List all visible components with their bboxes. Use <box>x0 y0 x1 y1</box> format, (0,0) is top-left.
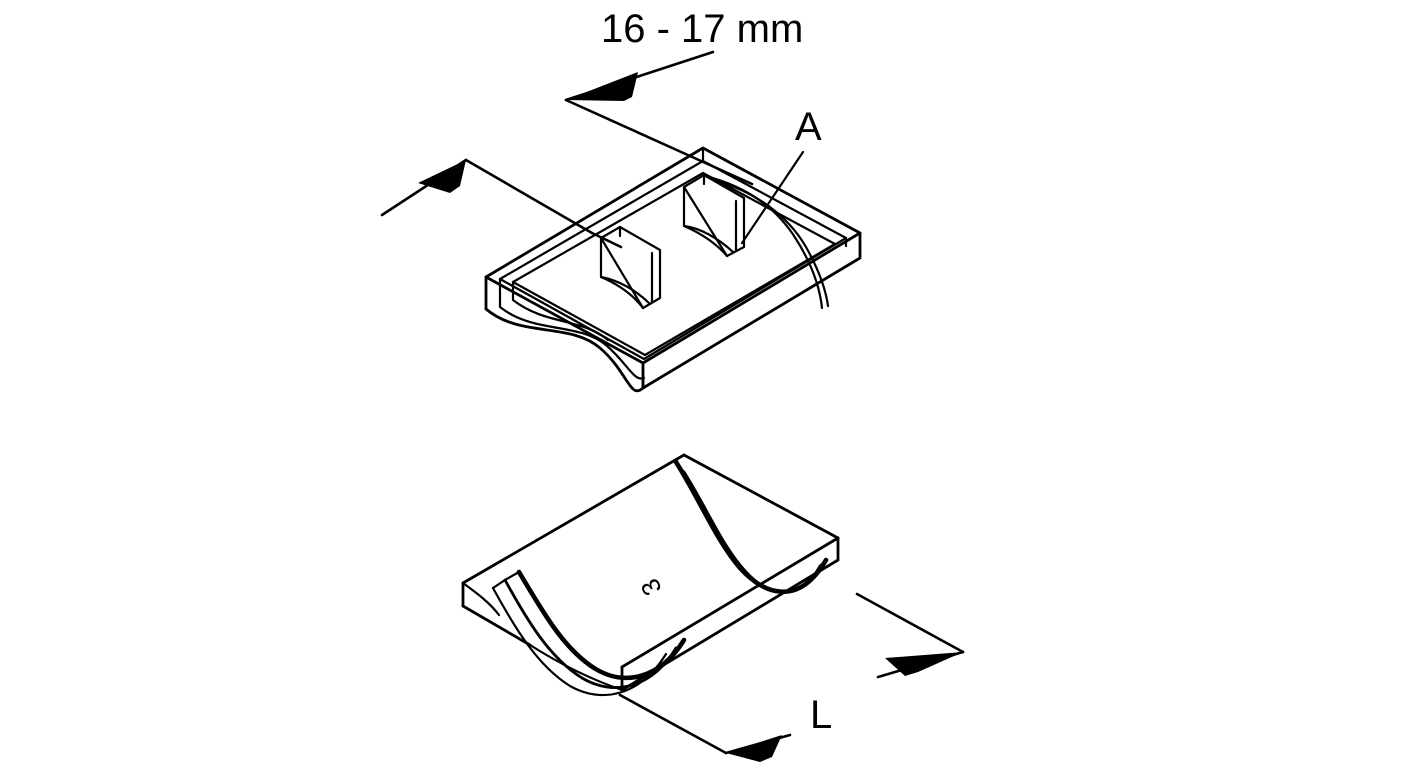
length-leader-line-upper <box>855 592 965 654</box>
saddle-left-top-edge <box>461 453 686 585</box>
length-arrowhead-upper <box>885 652 963 676</box>
saddle-channel-rear-arc-inner <box>682 470 822 594</box>
dimension-length-group: L <box>618 592 965 762</box>
dimension-width-label: 16 - 17 mm <box>601 7 803 51</box>
cover-front-arch-cutout-outer <box>484 307 645 393</box>
saddle-channel-front-rim-tick2 <box>491 578 507 590</box>
dimension-width-group: 16 - 17 mm <box>380 7 803 249</box>
callout-a-label: A <box>795 105 822 149</box>
saddle-channel-front-arc-thick <box>516 569 687 681</box>
dimension-length-label: L <box>810 693 832 737</box>
cover-fin-front-outline <box>599 225 662 310</box>
saddle-rear-top-edge <box>682 453 840 540</box>
cover-inner-saddle-arc-right-offset <box>715 179 830 308</box>
upper-cover-part <box>484 146 862 393</box>
cover-top-inner-rim <box>498 159 848 361</box>
saddle-left-bottom-edge <box>461 604 532 647</box>
cover-front-arch-cutout-inner2 <box>511 280 610 342</box>
cover-fin-rear-outline <box>682 173 746 258</box>
width-leader-line-upper-return <box>564 98 692 158</box>
cover-front-arch-cutout-inner <box>498 277 646 380</box>
cover-fin-front-bottom-curve <box>599 275 652 306</box>
width-leader-line-lower-extend <box>590 231 623 249</box>
width-arrowhead-upper <box>566 72 638 101</box>
cover-fin-rear-bottom-curve <box>682 224 735 254</box>
saddle-channel-front-rim-tick <box>503 570 521 582</box>
saddle-channel-front-arc-outer <box>503 578 678 689</box>
lower-saddle-part: 3 <box>461 453 840 697</box>
length-leader-line-lower <box>618 693 728 755</box>
saddle-right-side-top <box>620 536 840 669</box>
cover-cavity-floor-edge <box>511 171 837 357</box>
saddle-channel-front-arc-outer2 <box>491 586 668 697</box>
width-leader-line-lower-body <box>464 158 594 235</box>
saddle-left-inner-wall-edge <box>461 581 501 617</box>
saddle-channel-rear-end-tick <box>818 558 828 568</box>
width-arrowhead-lower <box>418 160 466 193</box>
length-arrowhead-lower <box>726 735 782 762</box>
cover-fin-rear <box>682 173 746 258</box>
saddle-channel-rear-rim-tick <box>674 460 686 474</box>
cover-fin-front <box>599 225 662 310</box>
callout-a-group: A <box>740 105 822 245</box>
